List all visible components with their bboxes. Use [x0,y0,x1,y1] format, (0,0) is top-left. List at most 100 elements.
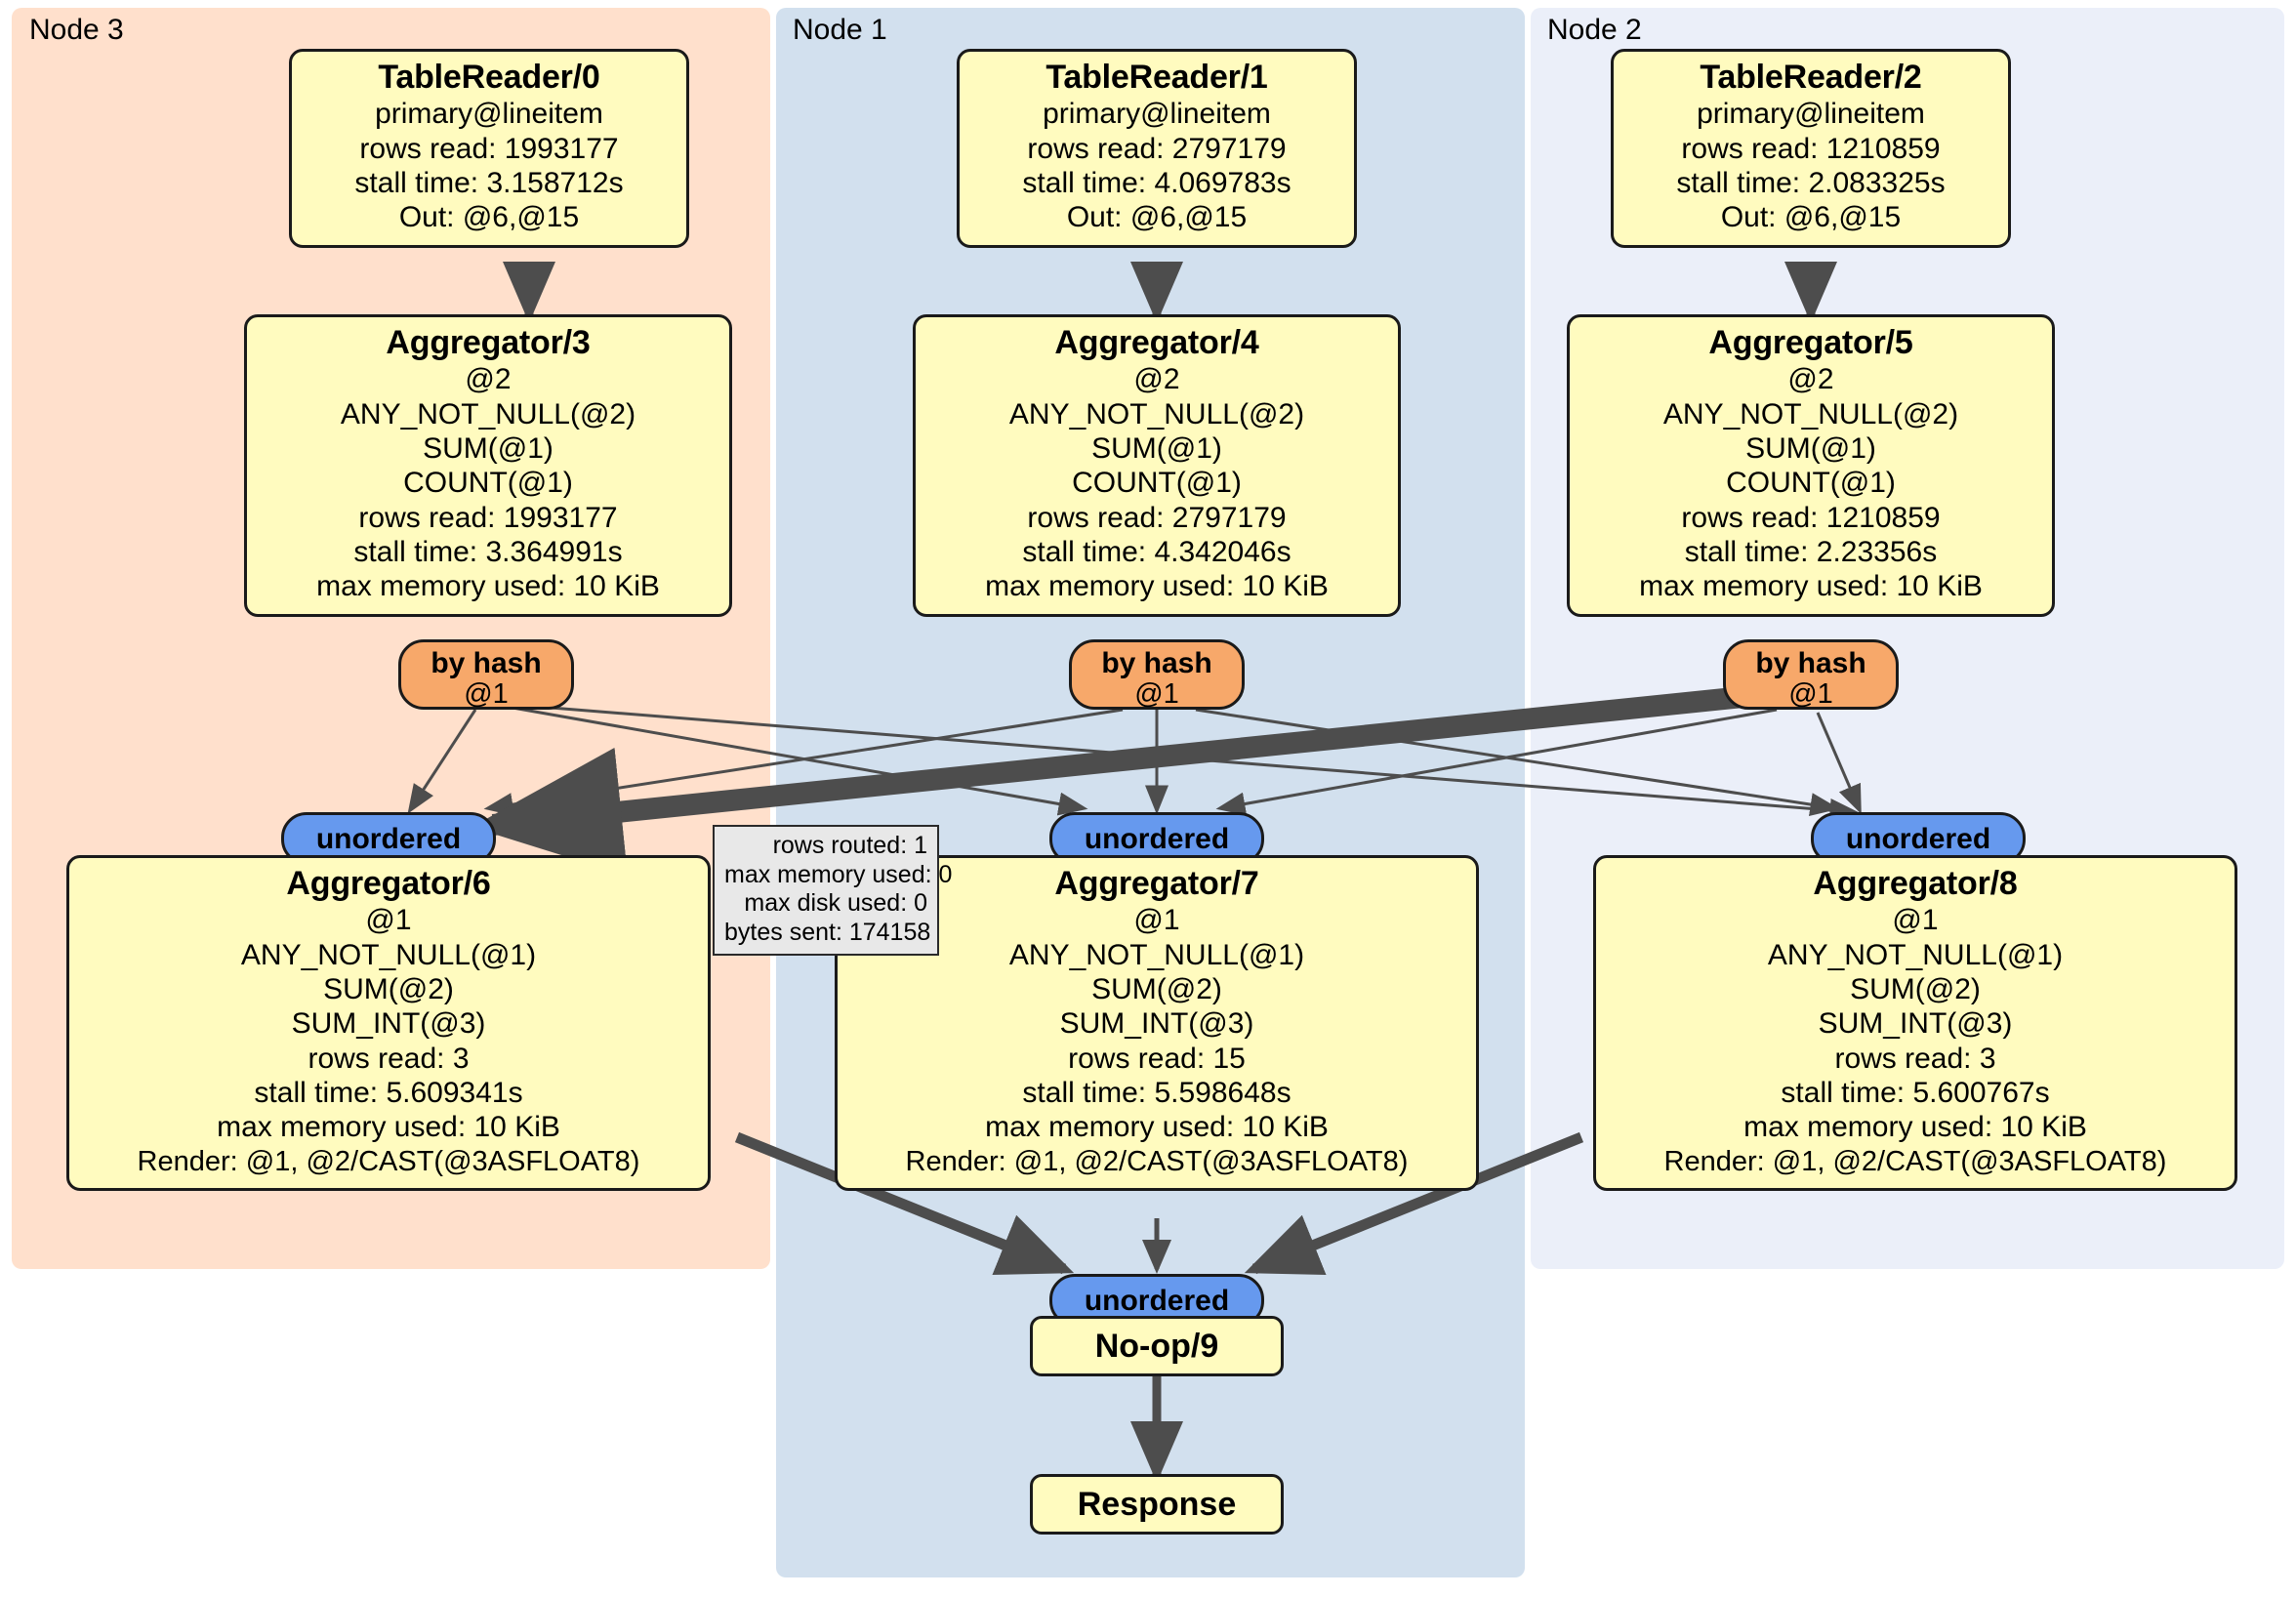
node-detail: rows read: 2797179 [1027,132,1287,165]
stats-rows-routed: rows routed: 1 [772,832,927,859]
node-detail: SUM(@1) [1745,431,1876,465]
stream-stats-box: rows routed: 1 max memory used: 0 max di… [713,825,953,956]
router-by-hash-3[interactable]: by hash @1 [398,639,574,710]
node-detail: @1 [1892,904,1939,937]
node-aggregator-8[interactable]: Aggregator/8 @1 ANY_NOT_NULL(@1) SUM(@2)… [1593,855,2237,1192]
node-detail: primary@lineitem [1043,98,1271,131]
node-title: Aggregator/5 [1708,324,1913,361]
node-detail: Out: @6,@15 [1066,201,1248,234]
node-detail: Render: @1, @2/CAST(@3ASFLOAT8) [1663,1145,2167,1177]
node-detail: stall time: 2.083325s [1676,166,1946,199]
node-detail: Out: @6,@15 [1720,201,1902,234]
node-aggregator-7[interactable]: Aggregator/7 @1 ANY_NOT_NULL(@1) SUM(@2)… [835,855,1479,1192]
node-title: Aggregator/6 [286,865,491,902]
node-title: No-op/9 [1094,1327,1219,1365]
node-detail: @2 [465,363,512,396]
node-detail: rows read: 1210859 [1681,132,1941,165]
node-tablereader-1[interactable]: TableReader/1 primary@lineitem rows read… [957,49,1357,248]
node-detail: max memory used: 10 KiB [1639,570,1983,603]
synchronizer-label: unordered [315,822,462,855]
node-detail: SUM_INT(@3) [291,1007,486,1041]
node-detail: COUNT(@1) [1072,467,1242,500]
node-detail: Out: @6,@15 [398,201,580,234]
router-column: @1 [1134,678,1179,710]
stats-max-disk: max disk used: 0 [744,889,927,917]
node-detail: stall time: 4.342046s [1022,536,1292,569]
stats-bytes-sent: bytes sent: 174158 [724,918,931,946]
node-detail: Render: @1, @2/CAST(@3ASFLOAT8) [905,1145,1409,1177]
node-detail: @1 [1133,904,1180,937]
node-detail: stall time: 5.600767s [1781,1077,2050,1110]
synchronizer-label: unordered [1084,1284,1230,1317]
router-by-hash-5[interactable]: by hash @1 [1723,639,1899,710]
node-detail: rows read: 1210859 [1681,501,1941,534]
node-aggregator-5[interactable]: Aggregator/5 @2 ANY_NOT_NULL(@2) SUM(@1)… [1567,314,2055,617]
node-aggregator-6[interactable]: Aggregator/6 @1 ANY_NOT_NULL(@1) SUM(@2)… [66,855,711,1192]
node-detail: SUM(@2) [323,972,454,1005]
node-detail: rows read: 3 [308,1042,470,1075]
panel-label-node-1: Node 1 [793,14,887,46]
node-detail: ANY_NOT_NULL(@1) [1767,938,2064,971]
node-detail: SUM(@1) [1091,431,1222,465]
node-tablereader-0[interactable]: TableReader/0 primary@lineitem rows read… [289,49,689,248]
node-detail: SUM(@2) [1850,972,1981,1005]
node-title: Response [1077,1485,1237,1523]
node-tablereader-2[interactable]: TableReader/2 primary@lineitem rows read… [1611,49,2011,248]
node-detail: COUNT(@1) [403,467,573,500]
router-column: @1 [464,678,509,710]
synchronizer-label: unordered [1084,822,1230,855]
node-detail: Render: @1, @2/CAST(@3ASFLOAT8) [137,1145,640,1177]
node-detail: stall time: 5.609341s [254,1077,523,1110]
node-detail: ANY_NOT_NULL(@1) [1008,938,1305,971]
node-detail: SUM_INT(@3) [1818,1007,2013,1041]
node-detail: ANY_NOT_NULL(@2) [340,397,636,430]
node-detail: @2 [1133,363,1180,396]
node-detail: max memory used: 10 KiB [316,570,660,603]
node-detail: max memory used: 10 KiB [217,1111,560,1144]
node-detail: rows read: 1993177 [359,132,619,165]
node-aggregator-3[interactable]: Aggregator/3 @2 ANY_NOT_NULL(@2) SUM(@1)… [244,314,732,617]
router-by-hash-4[interactable]: by hash @1 [1069,639,1245,710]
node-detail: rows read: 3 [1834,1042,1996,1075]
node-detail: SUM(@2) [1091,972,1222,1005]
node-detail: COUNT(@1) [1726,467,1896,500]
node-detail: max memory used: 10 KiB [1743,1111,2087,1144]
node-detail: @2 [1787,363,1834,396]
node-noop-9[interactable]: No-op/9 [1030,1316,1284,1376]
router-label: by hash [1755,647,1866,679]
node-detail: ANY_NOT_NULL(@2) [1008,397,1305,430]
router-column: @1 [1788,678,1833,710]
node-detail: max memory used: 10 KiB [985,570,1329,603]
router-label: by hash [1101,647,1212,679]
node-detail: rows read: 15 [1068,1042,1246,1075]
node-detail: ANY_NOT_NULL(@2) [1662,397,1959,430]
node-title: Aggregator/8 [1813,865,2018,902]
node-aggregator-4[interactable]: Aggregator/4 @2 ANY_NOT_NULL(@2) SUM(@1)… [913,314,1401,617]
router-label: by hash [430,647,542,679]
node-detail: SUM_INT(@3) [1059,1007,1254,1041]
node-detail: stall time: 5.598648s [1022,1077,1292,1110]
node-detail: rows read: 1993177 [358,501,618,534]
node-title: TableReader/0 [378,59,600,96]
node-response[interactable]: Response [1030,1474,1284,1535]
stats-max-memory: max memory used: 0 [724,860,953,888]
node-title: TableReader/2 [1700,59,1922,96]
node-detail: rows read: 2797179 [1027,501,1287,534]
node-title: TableReader/1 [1046,59,1268,96]
node-detail: primary@lineitem [1697,98,1925,131]
panel-label-node-3: Node 3 [29,14,124,46]
node-detail: max memory used: 10 KiB [985,1111,1329,1144]
node-detail: ANY_NOT_NULL(@1) [240,938,537,971]
node-detail: stall time: 4.069783s [1022,166,1292,199]
node-title: Aggregator/3 [386,324,591,361]
node-detail: stall time: 3.364991s [353,536,623,569]
node-detail: stall time: 3.158712s [354,166,624,199]
panel-label-node-2: Node 2 [1547,14,1642,46]
node-title: Aggregator/4 [1054,324,1259,361]
node-detail: stall time: 2.23356s [1684,536,1938,569]
node-title: Aggregator/7 [1054,865,1259,902]
node-detail: @1 [365,904,412,937]
node-detail: SUM(@1) [423,431,554,465]
